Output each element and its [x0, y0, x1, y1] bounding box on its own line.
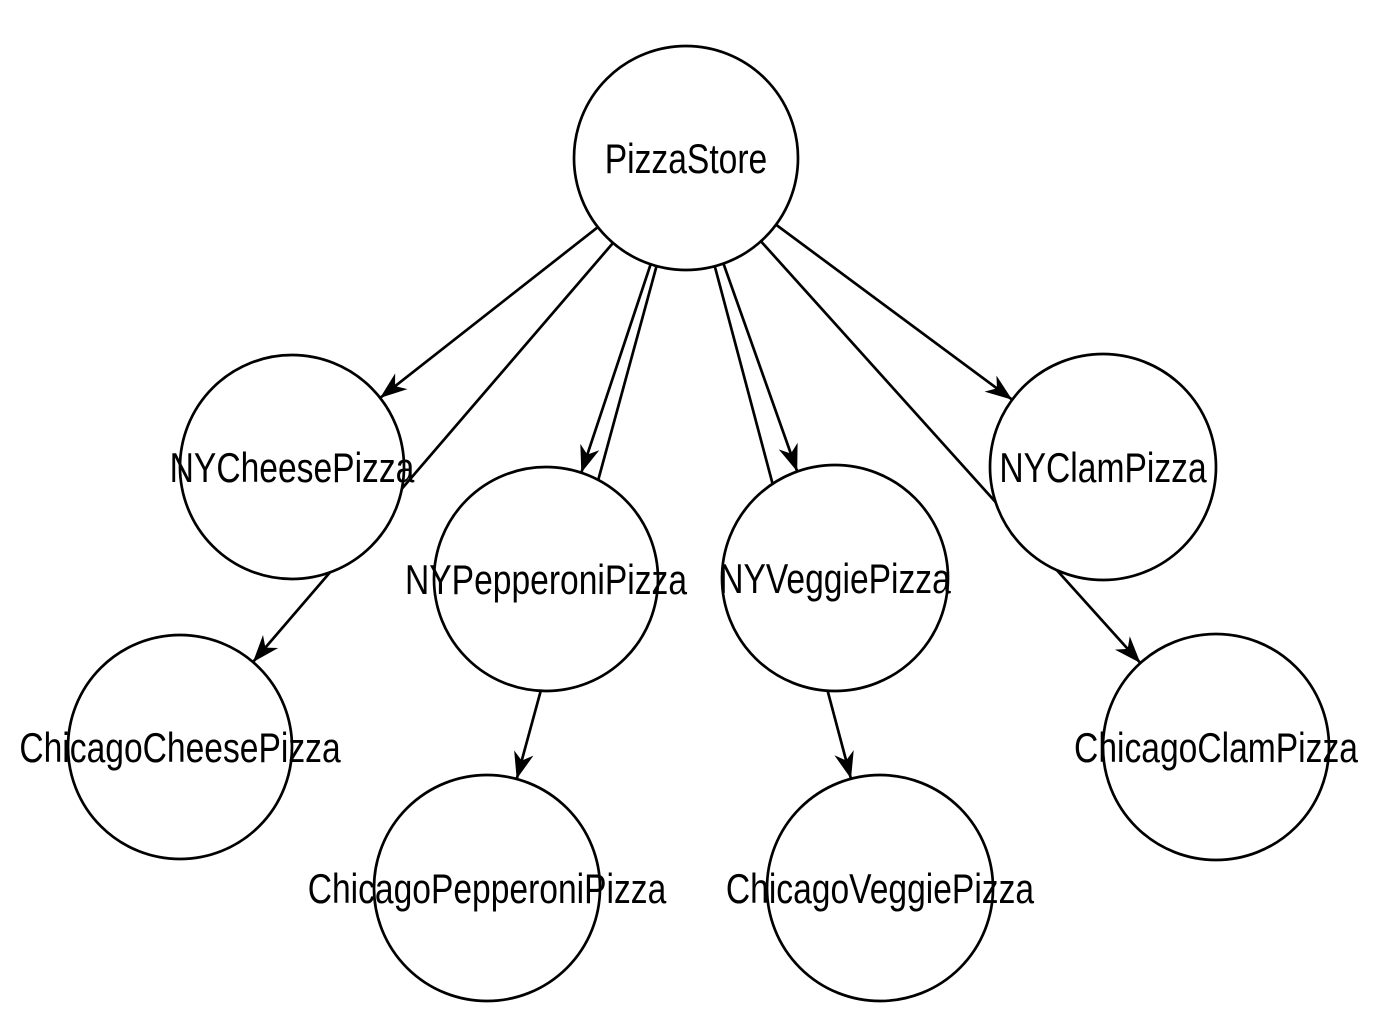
node-label-nyveggie-pizza: NYVeggiePizza [719, 555, 951, 602]
node-chicago-cheese-pizza: ChicagoCheesePizza [19, 633, 341, 861]
node-label-nycheese-pizza: NYCheesePizza [170, 444, 415, 491]
node-nyveggie-pizza: NYVeggiePizza [719, 463, 951, 693]
node-circle-chicago-pepperoni-pizza [372, 773, 602, 1003]
node-label-nyclam-pizza: NYClamPizza [999, 444, 1207, 491]
node-circle-nycheese-pizza [178, 353, 406, 581]
node-circle-nyclam-pizza [988, 352, 1218, 582]
node-circle-chicago-veggie-pizza [765, 773, 995, 1003]
node-label-pizza-store: PizzaStore [605, 135, 768, 182]
node-label-chicago-pepperoni-pizza: ChicagoPepperoniPizza [308, 865, 667, 912]
node-chicago-pepperoni-pizza: ChicagoPepperoniPizza [308, 773, 667, 1003]
node-pizza-store: PizzaStore [572, 44, 800, 272]
node-nypepperoni-pizza: NYPepperoniPizza [405, 465, 688, 693]
node-label-chicago-clam-pizza: ChicagoClamPizza [1074, 724, 1358, 771]
node-label-nypepperoni-pizza: NYPepperoniPizza [405, 556, 688, 603]
node-chicago-veggie-pizza: ChicagoVeggiePizza [726, 773, 1035, 1003]
node-nycheese-pizza: NYCheesePizza [170, 353, 415, 581]
node-circle-nypepperoni-pizza [432, 465, 660, 693]
node-nyclam-pizza: NYClamPizza [988, 352, 1218, 582]
node-chicago-clam-pizza: ChicagoClamPizza [1074, 632, 1358, 862]
node-label-chicago-veggie-pizza: ChicagoVeggiePizza [726, 865, 1035, 912]
node-label-chicago-cheese-pizza: ChicagoCheesePizza [19, 724, 341, 771]
node-circle-chicago-clam-pizza [1101, 632, 1331, 862]
node-circle-pizza-store [572, 44, 800, 272]
node-circle-chicago-cheese-pizza [66, 633, 294, 861]
node-circle-nyveggie-pizza [720, 463, 950, 693]
